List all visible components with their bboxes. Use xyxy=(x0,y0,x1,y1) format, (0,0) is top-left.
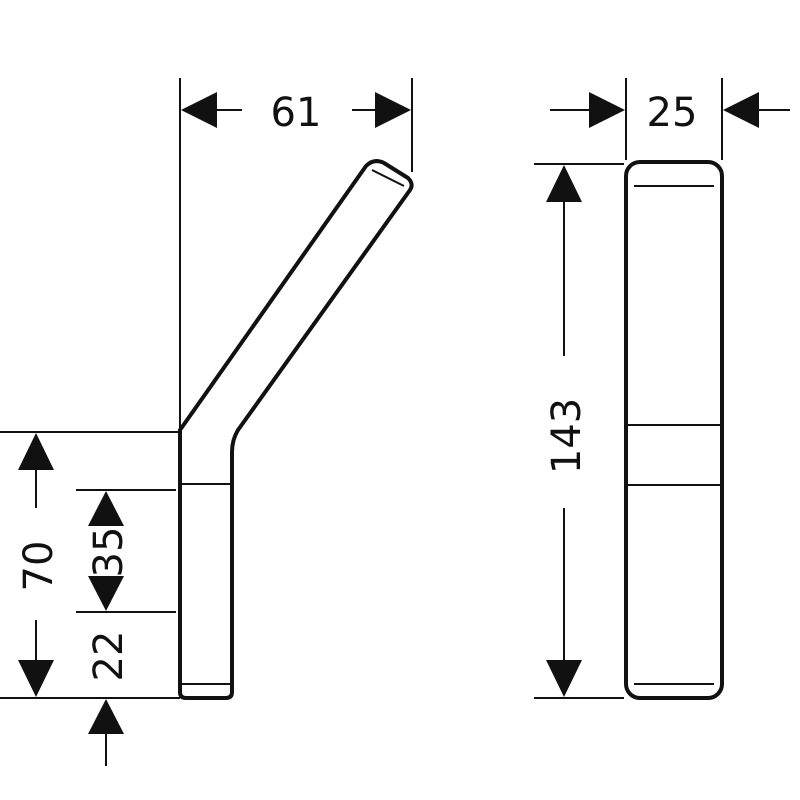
arrowhead-front-left xyxy=(589,92,625,128)
hook-front-outline xyxy=(624,160,724,700)
side-view: 61 70 35 22 xyxy=(0,78,414,766)
arrowhead-35-top xyxy=(88,491,124,526)
dimension-lower-segment-22: 22 xyxy=(86,631,132,766)
dimension-label-front-height: 143 xyxy=(544,398,590,474)
dimension-height-143: 143 xyxy=(534,163,624,699)
dimension-width-61: 61 xyxy=(179,78,413,430)
dimension-label-front-width: 25 xyxy=(647,90,698,136)
dimension-label-lower-segment: 22 xyxy=(86,631,132,682)
arrowhead-front-bottom xyxy=(546,660,582,697)
arrowhead-bottom xyxy=(18,660,54,697)
arrowhead-35-bottom xyxy=(88,576,124,611)
front-view: 25 143 xyxy=(534,78,790,700)
arrowhead-top xyxy=(18,433,54,470)
arrowhead-front-top xyxy=(546,165,582,202)
arrowhead-left xyxy=(181,92,217,128)
arrowhead-22-bottom xyxy=(88,699,124,734)
hook-tip-face-line xyxy=(371,169,405,187)
dimension-label-total-height: 70 xyxy=(16,541,62,592)
arrowhead-right xyxy=(375,92,411,128)
dimension-width-25: 25 xyxy=(550,78,790,160)
dimension-label-upper-segment: 35 xyxy=(86,527,132,578)
dimension-label-width: 61 xyxy=(271,90,322,136)
dimension-height-70: 70 xyxy=(0,431,180,699)
hook-side-outline xyxy=(178,159,414,700)
dimension-upper-segment-35: 35 xyxy=(76,489,176,613)
arrowhead-front-right xyxy=(723,92,759,128)
